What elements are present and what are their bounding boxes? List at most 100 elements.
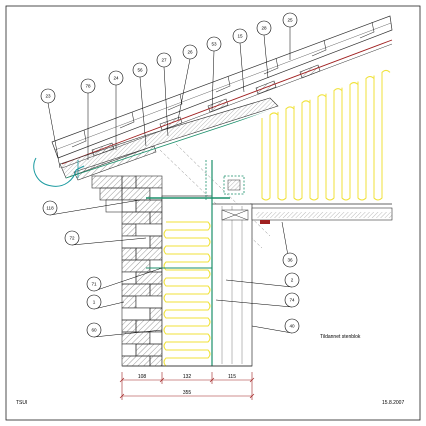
gutter bbox=[33, 157, 85, 187]
brick bbox=[135, 247, 163, 261]
brick bbox=[121, 223, 137, 237]
leader-line bbox=[47, 102, 61, 169]
callout-circle bbox=[284, 272, 300, 288]
callout-circle bbox=[282, 252, 298, 268]
callout-label: 40 bbox=[289, 324, 295, 329]
callout-circle bbox=[284, 318, 300, 334]
dim-total: 355 bbox=[183, 390, 192, 396]
leader-line bbox=[93, 267, 163, 292]
office-stamp: TSUI bbox=[16, 400, 27, 406]
leader-line bbox=[251, 325, 293, 334]
leader-lines bbox=[47, 27, 293, 338]
dim-segment-3: 115 bbox=[228, 374, 236, 380]
callout-circle bbox=[282, 12, 298, 28]
brick bbox=[135, 223, 163, 237]
roof-membrane bbox=[65, 107, 279, 179]
callout-label: 28 bbox=[261, 26, 267, 31]
brick bbox=[135, 343, 163, 357]
callout-label: 1 bbox=[93, 300, 96, 305]
callout-label: 78 bbox=[85, 84, 91, 89]
callout-bubble: 56 bbox=[132, 62, 148, 78]
callout-bubble: 26 bbox=[182, 44, 198, 60]
brick bbox=[121, 355, 151, 367]
leader-line bbox=[163, 66, 169, 137]
callout-bubble: 15 bbox=[232, 28, 248, 44]
brick bbox=[121, 187, 151, 201]
callout-label: 36 bbox=[287, 258, 293, 263]
callout-label: 74 bbox=[289, 298, 295, 303]
callout-bubble: 28 bbox=[256, 20, 272, 36]
callout-bubble: 78 bbox=[80, 78, 96, 94]
brick bbox=[149, 307, 163, 321]
callout-label: 25 bbox=[287, 18, 293, 23]
insulation-squiggle-wall bbox=[163, 221, 211, 367]
callout-label: 72 bbox=[69, 236, 75, 241]
roof-underlay bbox=[61, 39, 393, 165]
callout-label: 56 bbox=[137, 68, 143, 73]
callout-circle bbox=[182, 44, 198, 60]
callout-circle bbox=[86, 294, 102, 310]
brick bbox=[91, 175, 123, 189]
callout-bubble: 36 bbox=[282, 252, 298, 268]
callout-bubble: 24 bbox=[108, 70, 124, 86]
brick bbox=[121, 283, 151, 297]
brick bbox=[135, 295, 163, 309]
leader-line bbox=[71, 237, 147, 246]
callout-label: 118 bbox=[46, 206, 54, 211]
brick bbox=[135, 271, 163, 285]
brick bbox=[99, 187, 123, 201]
leader-line bbox=[263, 34, 269, 79]
leader-line bbox=[139, 76, 147, 147]
roof-insulation bbox=[160, 62, 392, 205]
brick bbox=[105, 199, 123, 213]
callout-circle bbox=[42, 200, 58, 216]
leader-line bbox=[215, 299, 293, 308]
leader-line bbox=[49, 199, 141, 216]
brick bbox=[149, 355, 163, 367]
brick bbox=[121, 307, 151, 321]
drawing-date: 15.8.2007 bbox=[382, 400, 404, 406]
callout-circle bbox=[256, 20, 272, 36]
brick bbox=[149, 235, 163, 249]
callout-label: 26 bbox=[187, 50, 193, 55]
callout-circle bbox=[80, 78, 96, 94]
callout-bubble: 40 bbox=[284, 318, 300, 334]
brick bbox=[121, 271, 137, 285]
leader-line bbox=[93, 301, 125, 310]
leader-line bbox=[93, 329, 163, 338]
callout-label: 71 bbox=[91, 282, 97, 287]
callout-circle bbox=[108, 70, 124, 86]
brick bbox=[121, 247, 137, 261]
callout-bubble: 74 bbox=[284, 292, 300, 308]
callout-bubble: 2 bbox=[284, 272, 300, 288]
callout-label: 27 bbox=[161, 58, 167, 63]
inner-leaf-joints bbox=[221, 206, 243, 364]
leader-line bbox=[211, 50, 215, 111]
callout-circle bbox=[232, 28, 248, 44]
dimension-chain: 108 132 115 355 bbox=[119, 372, 255, 400]
brick bbox=[121, 211, 151, 225]
callout-label: 2 bbox=[291, 278, 294, 283]
brick bbox=[121, 175, 137, 189]
callout-bubble: 72 bbox=[64, 230, 80, 246]
brick bbox=[121, 259, 151, 273]
ceiling-seal bbox=[260, 220, 270, 224]
callout-bubble: 23 bbox=[40, 88, 56, 104]
callout-circle bbox=[86, 322, 102, 338]
callout-bubble: 25 bbox=[282, 12, 298, 28]
drawing-caption: Tildannet stenblok bbox=[320, 334, 361, 340]
brick bbox=[149, 283, 163, 297]
dim-segment-1: 108 bbox=[138, 374, 147, 380]
callout-circle bbox=[86, 276, 102, 292]
callout-bubble: 1 bbox=[86, 294, 102, 310]
brick bbox=[135, 175, 163, 189]
leader-line bbox=[177, 58, 191, 121]
callout-circle bbox=[156, 52, 172, 68]
eaves-plank bbox=[73, 145, 157, 181]
callout-label: 23 bbox=[45, 94, 51, 99]
roof-assembly bbox=[51, 15, 393, 181]
gutter-profile bbox=[33, 157, 77, 187]
wall-assembly bbox=[91, 160, 393, 367]
